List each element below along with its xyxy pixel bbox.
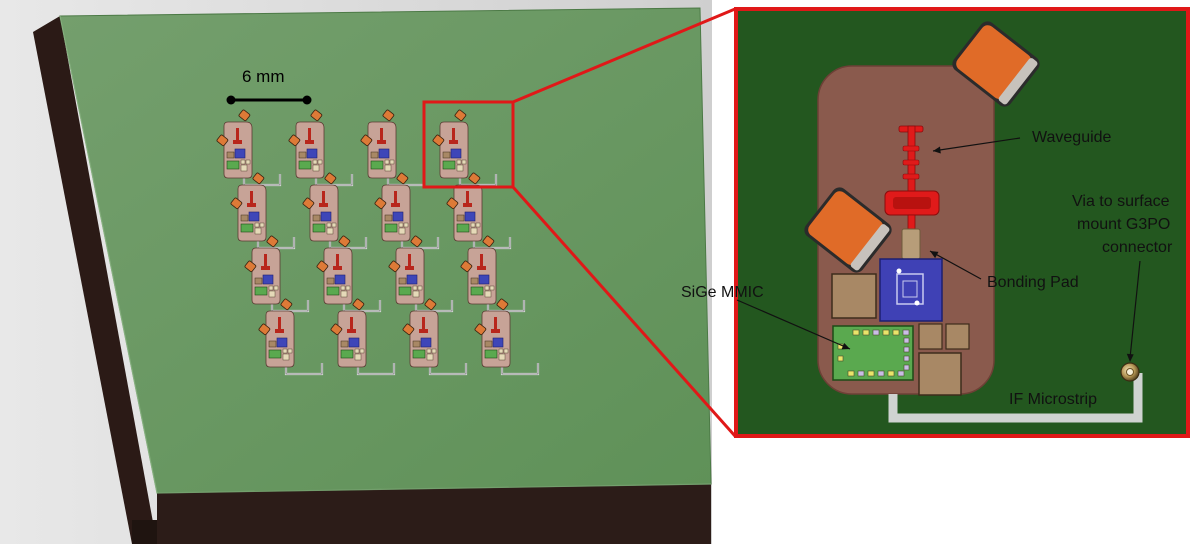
bonding-pad-label: Bonding Pad [987, 274, 1079, 291]
array-element [402, 298, 468, 376]
array-element [474, 298, 540, 376]
board-corner [132, 520, 157, 544]
zoom-line-top [512, 7, 736, 104]
scale-bar-label: 6 mm [242, 67, 285, 86]
zoom-selection-box [422, 100, 515, 189]
array-element [288, 109, 354, 187]
if-microstrip-line [888, 373, 1143, 423]
pad-small-1 [918, 323, 943, 350]
bonding-chip [879, 258, 943, 322]
zoom-detail: Waveguide Bonding Pad SiGe MMIC Via to s… [681, 7, 1190, 438]
waveguide-leader [932, 137, 1021, 152]
via-label-line-2: mount G3PO [1077, 216, 1170, 233]
bonding-pad [901, 228, 921, 260]
array-element [460, 235, 526, 313]
array-element [316, 235, 382, 313]
sige-mmic-chip [832, 325, 914, 381]
mmic-label: SiGe MMIC [681, 284, 764, 301]
via-leader [1129, 260, 1141, 359]
waveguide-label: Waveguide [1032, 129, 1112, 146]
array-element [244, 235, 310, 313]
via-label-line-1: Via to surface [1072, 193, 1170, 210]
array-element [230, 172, 296, 250]
array-element [446, 172, 512, 250]
via-connector [1120, 362, 1140, 382]
pad-small-2 [945, 323, 970, 350]
receiver-array [216, 109, 540, 376]
waveguide [884, 125, 940, 230]
board-top-surface [59, 7, 712, 494]
pad-upper-left [831, 273, 877, 319]
if-microstrip-label: IF Microstrip [1009, 391, 1097, 408]
mmic-leader [736, 299, 851, 350]
array-element [330, 298, 396, 376]
scale-bar: 6 mm [226, 67, 312, 105]
via-label-line-3: connector [1102, 239, 1173, 256]
array-element [432, 109, 498, 187]
scale-bar-end-right [302, 95, 312, 105]
via-hole [1126, 368, 1134, 376]
bonding-pad-leader [929, 250, 982, 280]
pad-large [918, 352, 962, 396]
copper-block-top [952, 21, 1040, 107]
array-element [258, 298, 324, 376]
board-render: 6 mm [0, 0, 712, 544]
scale-bar-end-left [226, 95, 236, 105]
board-left-edge [33, 16, 157, 544]
copper-block-left [804, 187, 892, 273]
array-element [374, 172, 440, 250]
board-front-edge [157, 484, 711, 544]
zoom-line-bottom [511, 186, 737, 437]
callouts: Waveguide Bonding Pad SiGe MMIC Via to s… [681, 129, 1173, 408]
